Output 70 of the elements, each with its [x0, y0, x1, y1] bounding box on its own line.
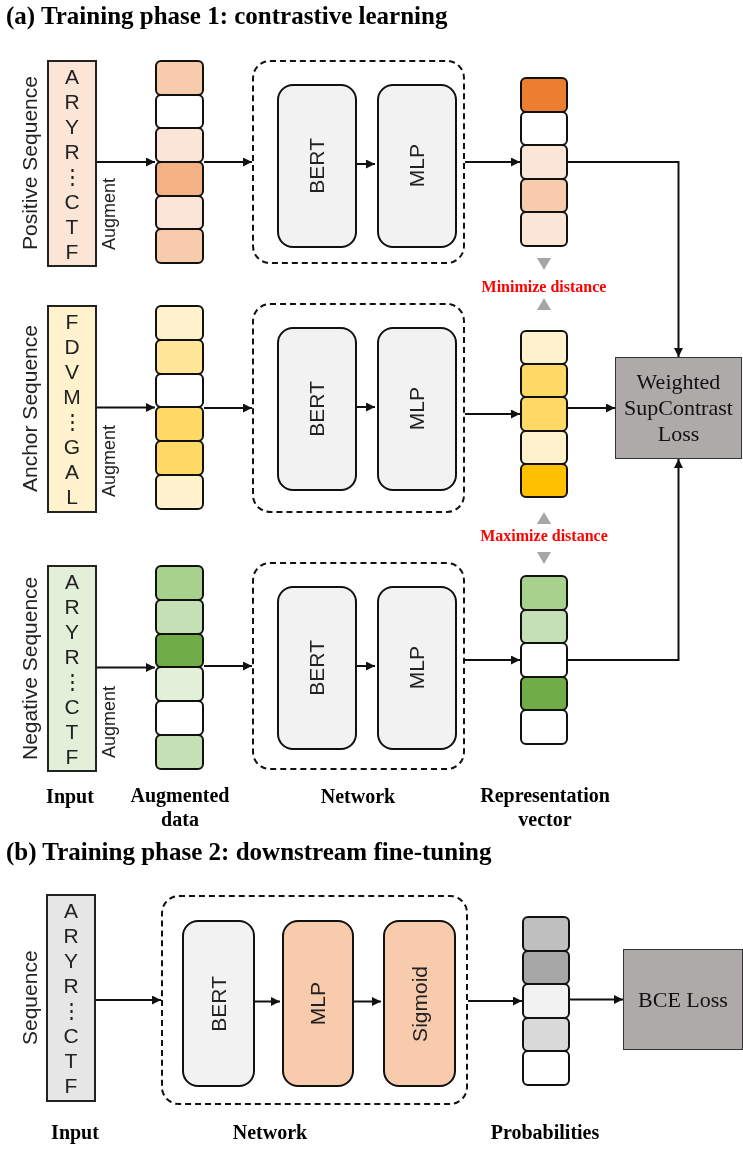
module-label: BERT — [305, 381, 329, 437]
column-label: Network — [232, 1121, 308, 1144]
module-box — [282, 920, 354, 1087]
vector-bar — [155, 565, 204, 770]
module-label: BERT — [206, 975, 231, 1032]
module-label: BERT — [305, 138, 329, 194]
module-label: MLP — [405, 387, 429, 431]
arrow — [567, 161, 683, 358]
sequence-label: Sequence — [17, 949, 42, 1048]
sequence-label: Anchor Sequence — [17, 324, 42, 495]
module-label: MLP — [405, 144, 429, 188]
column-label: Augmented data — [130, 783, 230, 831]
loss-label: BCE Loss — [637, 986, 729, 1013]
edge-label: Augment — [99, 425, 119, 498]
column-label: Representation vector — [480, 783, 610, 831]
network-frame — [252, 60, 465, 264]
vector-bar — [520, 330, 568, 498]
arrow — [567, 403, 616, 413]
arrow — [96, 663, 156, 672]
module-box — [377, 84, 457, 248]
column-label: Network — [320, 785, 396, 808]
sequence-label: Negative Sequence — [17, 575, 42, 763]
vector-bar — [155, 305, 204, 510]
module-label: MLP — [306, 981, 330, 1026]
module-box — [277, 586, 357, 750]
arrow — [567, 458, 683, 661]
vector-bar — [155, 60, 204, 264]
column-label: Input — [51, 1121, 99, 1144]
module-box — [277, 84, 357, 248]
vector-bar — [520, 575, 568, 745]
annotation: Maximize distance — [480, 527, 608, 545]
network-frame — [252, 562, 465, 770]
annotation: Minimize distance — [481, 278, 607, 296]
arrow — [203, 157, 253, 167]
loss-box — [623, 949, 743, 1050]
section-heading: (b) Training phase 2: downstream fine-tuning — [6, 838, 492, 866]
edge-label: Augment — [99, 178, 119, 251]
edge-label: Augment — [99, 686, 119, 759]
sequence-letters: A R Y R ⋮ C T F — [61, 568, 83, 769]
section-heading: (a) Training phase 1: contrastive learning — [6, 2, 448, 30]
network-frame — [252, 303, 465, 513]
module-box — [383, 920, 456, 1087]
network-frame — [161, 895, 468, 1105]
module-box — [277, 327, 357, 491]
module-label: BERT — [305, 640, 329, 696]
sequence-letters: A R Y R ⋮ C T F — [60, 898, 82, 1098]
arrow — [96, 157, 156, 167]
module-box — [377, 327, 457, 491]
module-box — [377, 586, 457, 750]
loss-box — [615, 357, 742, 459]
sequence-letters: A R Y R ⋮ C T F — [61, 63, 83, 264]
module-label: Sigmoid — [407, 965, 432, 1042]
module-label: MLP — [405, 646, 429, 690]
arrow — [464, 655, 521, 665]
module-box — [182, 920, 255, 1087]
arrow — [569, 995, 624, 1004]
arrow — [203, 661, 253, 671]
loss-label: Weighted SupContrast Loss — [623, 369, 734, 447]
arrow — [467, 996, 523, 1006]
vector-bar — [522, 916, 570, 1086]
vector-bar — [520, 77, 568, 247]
column-label: Probabilities — [490, 1121, 600, 1144]
arrow — [464, 157, 521, 167]
sequence-label: Positive Sequence — [17, 75, 42, 253]
arrow — [96, 403, 156, 412]
column-label: Input — [46, 785, 94, 808]
sequence-letters: F D V M ⋮ G A L — [61, 309, 83, 509]
arrow — [464, 409, 521, 419]
arrow — [203, 403, 253, 413]
arrow — [95, 995, 162, 1005]
